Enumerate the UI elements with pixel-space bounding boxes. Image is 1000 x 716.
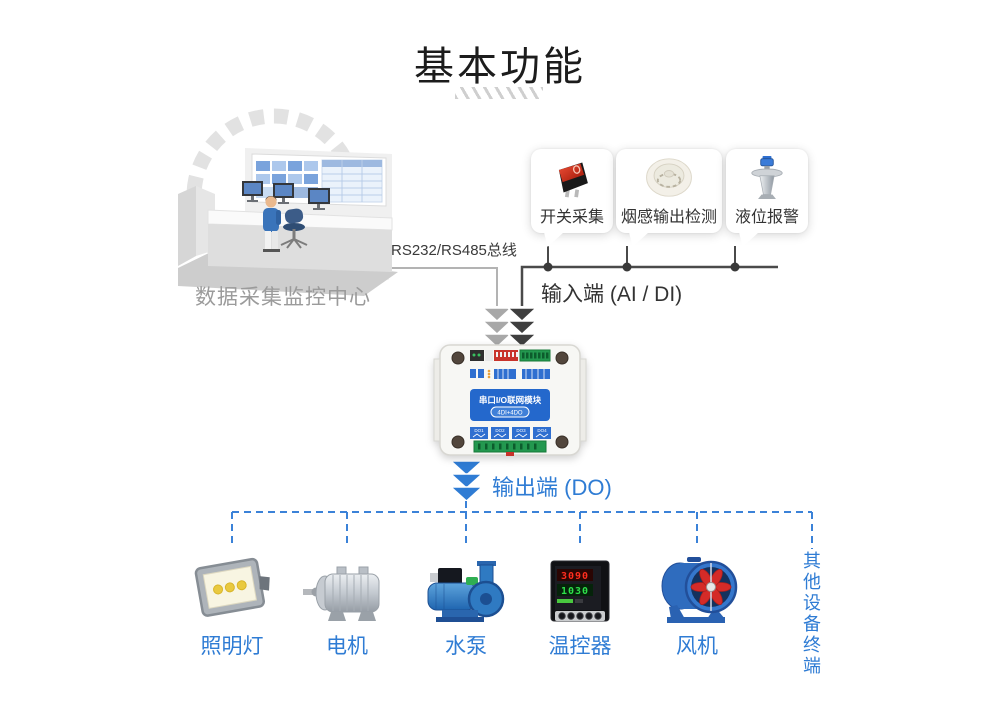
motor-icon: [303, 566, 380, 621]
device-label: 水泵: [445, 635, 487, 658]
water-pump-icon: [427, 561, 505, 622]
module-do-row: DO1 DO2 DO3 DO4: [470, 427, 551, 439]
device-label: 电机: [326, 635, 368, 658]
module-top-connector: [470, 350, 484, 361]
sensor-bubble-smoke: 烟感输出检测: [616, 149, 722, 247]
output-terminal-label: 输出端 (DO): [492, 475, 612, 500]
temp-display-top: 3090: [561, 571, 589, 582]
svg-text:DO2: DO2: [495, 428, 505, 433]
smoke-detector-icon: [646, 158, 692, 197]
operator-person: [263, 196, 281, 252]
module-model: 4DI+4DO: [497, 411, 523, 417]
io-module: 串口I/O联网模块 4DI+4DO DO1 DO2 DO3 DO4: [433, 344, 587, 456]
module-name-panel: [470, 389, 550, 421]
bus-junction-dot: [543, 262, 553, 272]
temp-controller-icon: 3090 1030: [550, 560, 610, 622]
svg-text:DO1: DO1: [474, 428, 484, 433]
output-dashed-lines: [231, 501, 813, 549]
device-fan: 风机: [642, 549, 752, 660]
rs-bus-label: RS232/RS485总线: [391, 242, 517, 259]
device-label: 照明灯: [200, 635, 264, 658]
floodlight-icon: [194, 557, 270, 617]
sensor-bubble-switch: 开关采集: [531, 149, 613, 247]
bubble-tail: [544, 232, 564, 247]
gray-down-arrow-icon: [481, 307, 513, 349]
input-terminal-label: 输入端 (AI / DI): [541, 283, 683, 306]
sensor-label: 液位报警: [734, 209, 799, 226]
title-hatch-decoration: [455, 87, 543, 99]
device-water-pump: 水泵: [411, 549, 521, 660]
rocker-switch-icon: [558, 162, 588, 198]
bus-junction-dot: [622, 262, 632, 272]
sensor-bubble-level: 液位报警: [726, 149, 808, 247]
wall-dashboard-tiles: [256, 159, 383, 203]
control-center-illustration: [178, 108, 398, 296]
svg-text:DO3: DO3: [516, 428, 526, 433]
device-label: 温控器: [548, 635, 612, 658]
sensor-label: 烟感输出检测: [620, 209, 717, 226]
sensor-label: 开关采集: [539, 209, 604, 226]
module-title: 串口I/O联网模块: [479, 395, 542, 405]
fan-icon: [661, 557, 738, 623]
bubble-tail: [739, 232, 759, 247]
temp-display-bottom: 1030: [561, 586, 589, 597]
office-chair: [280, 208, 308, 249]
device-label: 风机: [676, 635, 718, 658]
dark-down-arrow-icon: [506, 307, 538, 349]
device-motor: 电机: [292, 549, 402, 660]
bubble-tail: [629, 232, 649, 247]
svg-text:DO4: DO4: [537, 428, 547, 433]
control-center-label: 数据采集监控中心: [195, 286, 371, 309]
desk-monitors: [242, 181, 330, 210]
blue-down-arrow-icon: [449, 460, 484, 503]
bus-junction-dot: [730, 262, 740, 272]
other-terminals-label: 其他设备终端: [801, 551, 821, 677]
module-indicator-row: [470, 369, 550, 379]
device-floodlight: 照明灯: [177, 549, 287, 660]
level-alarm-icon: [751, 156, 783, 199]
device-temp-controller: 3090 1030 温控器: [525, 549, 635, 660]
page-title: 基本功能: [414, 45, 586, 89]
